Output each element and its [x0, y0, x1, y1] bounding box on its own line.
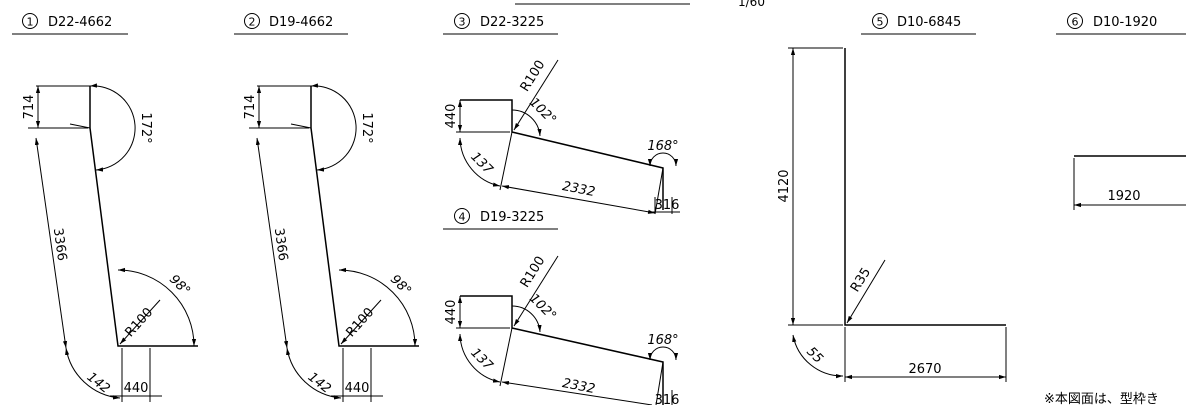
bar-3-angle-arc: [511, 109, 542, 137]
bar-2-shape: 714 172° 3366 98° R100 142 440: [243, 83, 419, 402]
bar-4-angle-end-value: 168°: [647, 333, 678, 348]
bar-3-shape: 440 R100 102° 137 2332 168° 316: [444, 58, 680, 215]
bar-2-number: 2: [249, 16, 256, 29]
bar-5-dim-height-value: 4120: [777, 169, 792, 202]
bar-5-dim-length-value: 2670: [908, 362, 941, 377]
bar-1-dim-length-value: 3366: [50, 227, 69, 262]
bar-1-label: D22-4662: [48, 15, 112, 30]
bar-2-angle-arc-top: [310, 83, 357, 172]
bar-5-arc-dim: [792, 334, 844, 379]
bar-2-arc-value: 142: [305, 370, 334, 397]
bar-4-label: D19-3225: [480, 210, 544, 225]
bar-2-angle-top-value: 172°: [359, 112, 374, 143]
bar-3-title: 3 D22-3225: [443, 13, 558, 35]
bar-1-angle-arc-top: [89, 83, 136, 172]
bar-6-dim-length-value: 1920: [1107, 189, 1140, 204]
bar-3-angle-end-value: 168°: [647, 139, 678, 154]
bar-3-number-circle: [454, 13, 470, 29]
bar-5-title: 5 D10-6845: [861, 13, 976, 35]
bar-4-dim-height-value: 440: [444, 300, 459, 325]
bar-4-dim-length-value: 2332: [561, 376, 596, 397]
bar-4-shape: 440 R100 102° 137 2332 168° 316: [444, 254, 679, 405]
bar-2-label: D19-4662: [269, 15, 333, 30]
bar-3-angle-value: 102°: [526, 95, 559, 128]
bar-3-dim-length: [501, 185, 656, 214]
bar-4-dim-end-value: 316: [655, 393, 680, 405]
bar-5-number: 5: [877, 16, 884, 29]
scale-label: 1/60: [738, 0, 765, 9]
bar-3-dim-length-value: 2332: [561, 179, 596, 200]
bar-2-dim-top-value: 714: [243, 95, 258, 120]
bar-5-number-circle: [872, 13, 888, 29]
bar-1-dim-lines: [36, 85, 91, 129]
bar-2-dim-length-value: 3366: [271, 227, 290, 262]
bar-5-radius-leader: [846, 259, 886, 324]
bar-6-title: 6 D10-1920: [1056, 13, 1186, 35]
bar-4-number: 4: [459, 211, 466, 224]
bar-4-angle-value: 102°: [526, 291, 559, 324]
bar-4-arc-dim: [458, 333, 501, 383]
bar-2-title: 2 D19-4662: [234, 13, 348, 35]
bar-4-arc-value: 137: [467, 345, 496, 374]
bar-3-angle-end-arc: [647, 152, 679, 167]
bar-6-shape: 1920: [1073, 155, 1186, 210]
bar-2-angle-bottom-value: 98°: [387, 272, 414, 299]
bar-3-radius-leader: [513, 59, 559, 131]
bar-1-title: 1 D22-4662: [12, 13, 128, 35]
bar-2-dim-length: [255, 137, 289, 349]
bar-6-label: D10-1920: [1093, 15, 1157, 30]
bar-4-number-circle: [454, 208, 470, 224]
bar-5-arc-value: 55: [803, 344, 825, 366]
bar-5-rebar: [844, 48, 1006, 326]
bar-4-radius-leader: [513, 255, 559, 327]
bar-2-angle-arc-bottom: [338, 267, 418, 347]
bar-3-arc-dim: [458, 137, 501, 187]
bar-3-radius-value: R100: [518, 58, 549, 95]
bar-1-shape: 714 172° 3366 98° R100 142 440: [22, 83, 198, 402]
bar-4-ext-start: [499, 327, 513, 387]
bar-3-number: 3: [459, 16, 466, 29]
bar-1-number-circle: [22, 13, 38, 29]
bar-4-angle-arc: [511, 305, 542, 333]
bar-6-number-circle: [1067, 13, 1083, 29]
bar-3-dim-height-value: 440: [444, 104, 459, 129]
bar-1-radius-leader: [119, 299, 161, 345]
bar-3-label: D22-3225: [480, 15, 544, 30]
bar-5-radius-value: R35: [848, 265, 874, 295]
bar-4-angle-end-arc: [647, 346, 679, 361]
bar-5-label: D10-6845: [897, 15, 961, 30]
bar-2-number-circle: [244, 13, 260, 29]
bar-4-title: 4 D19-3225: [443, 208, 558, 230]
bar-3-ext-start: [499, 131, 513, 191]
bar-4-ext-end: [655, 361, 664, 405]
bar-1-dim-base-value: 440: [124, 381, 149, 396]
bar-2-dim-lines: [257, 85, 312, 129]
footer-note: ※本図面は、型枠き: [1044, 392, 1159, 405]
bar-4-radius-value: R100: [518, 254, 549, 291]
bar-5-shape: 4120 R35 55 2670: [777, 47, 1007, 382]
bar-1-dim-top-value: 714: [22, 95, 37, 120]
bar-2-dim-base-value: 440: [345, 381, 370, 396]
bar-2-radius-leader: [340, 299, 382, 345]
bar-1-arc-value: 142: [84, 370, 113, 397]
bar-3-arc-value: 137: [467, 149, 496, 178]
bar-1-angle-bottom-value: 98°: [166, 272, 193, 299]
bar-6-number: 6: [1072, 16, 1079, 29]
bar-1-dim-length: [34, 137, 68, 349]
bar-3-ext-end: [654, 167, 664, 215]
bar-3-dim-end-value: 316: [655, 198, 680, 213]
bar-1-number: 1: [27, 16, 34, 29]
bar-4-dim-length: [501, 380, 653, 405]
bar-1-angle-top-value: 172°: [138, 112, 153, 143]
bar-1-angle-arc-bottom: [117, 267, 197, 347]
